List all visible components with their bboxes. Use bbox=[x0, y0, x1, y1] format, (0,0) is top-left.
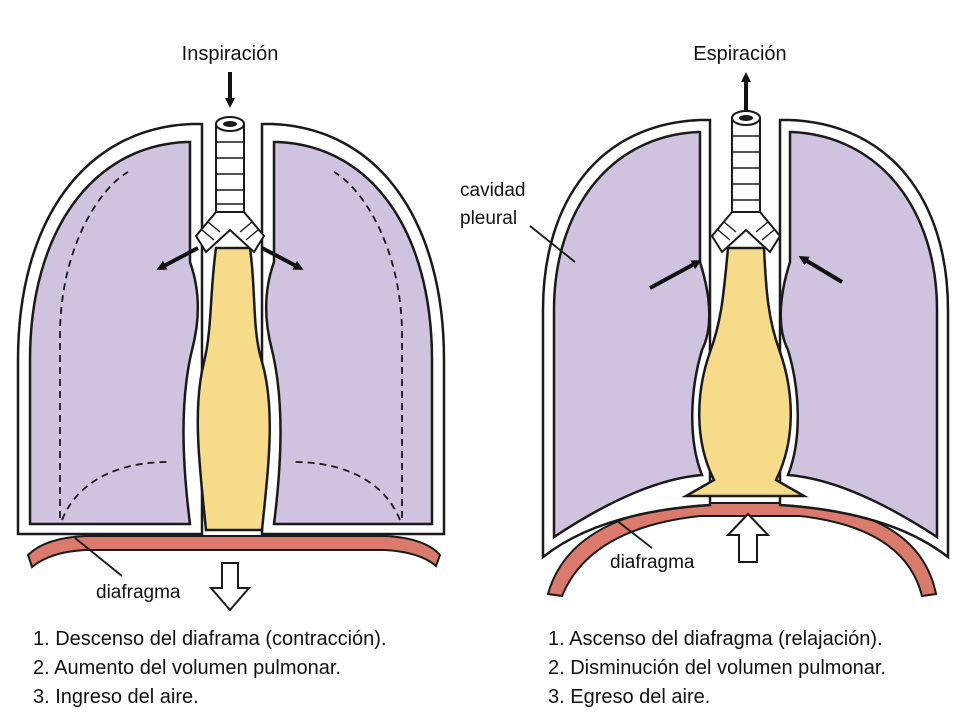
diaphragm-left bbox=[26, 535, 442, 569]
inspiration-panel: Inspiración diafragma bbox=[16, 43, 446, 612]
inspiration-title: Inspiración bbox=[182, 43, 279, 65]
pleural-cavity-label-line2: pleural bbox=[460, 208, 517, 229]
diaphragm-leader-left bbox=[74, 537, 123, 577]
left-lung-insp bbox=[28, 140, 199, 526]
expiration-steps: 1. Ascenso del diafragma (relajación). 2… bbox=[548, 625, 886, 712]
diaphragm-up-arrow bbox=[725, 512, 771, 563]
right-lung-exp bbox=[779, 130, 939, 540]
trachea-insp bbox=[194, 116, 266, 254]
mediastinum-exp bbox=[681, 246, 809, 498]
diaphragm-label-right: diafragma bbox=[610, 552, 695, 573]
mediastinum-insp bbox=[196, 246, 272, 532]
inspiration-step: 1. Descenso del diaframa (contracción). bbox=[33, 628, 387, 650]
diaphragm-leader-right bbox=[615, 519, 653, 549]
left-lung-exp bbox=[552, 130, 711, 540]
expand-arrow-right bbox=[261, 246, 304, 270]
respiration-diagram: Inspiración diafragma E bbox=[16, 43, 950, 612]
compress-arrow-right bbox=[798, 255, 844, 284]
dashed-outline-left bbox=[59, 171, 169, 521]
expiration-title: Espiración bbox=[693, 43, 786, 65]
compress-arrow-left bbox=[649, 260, 702, 290]
diaphragm-label-left: diafragma bbox=[96, 582, 181, 603]
expiration-step: 2. Disminución del volumen pulmonar. bbox=[548, 657, 886, 679]
inspiration-steps: 1. Descenso del diaframa (contracción). … bbox=[33, 625, 387, 712]
inspiration-step: 3. Ingreso del aire. bbox=[33, 686, 199, 708]
pleural-leader bbox=[529, 225, 576, 263]
trachea-exp bbox=[710, 110, 782, 254]
expand-arrow-left bbox=[156, 246, 199, 270]
diaphragm-down-arrow bbox=[208, 562, 252, 612]
expiration-step: 3. Egreso del aire. bbox=[548, 686, 711, 708]
pleural-cavity-label-line1: cavidad bbox=[460, 180, 526, 201]
right-lung-insp bbox=[265, 140, 434, 526]
dashed-outline-right bbox=[293, 171, 403, 521]
inspiration-step: 2. Aumento del volumen pulmonar. bbox=[33, 657, 341, 679]
expiration-step: 1. Ascenso del diafragma (relajación). bbox=[548, 628, 883, 650]
expiration-panel: Espiración cavidad pleural diafragma bbox=[460, 43, 950, 598]
